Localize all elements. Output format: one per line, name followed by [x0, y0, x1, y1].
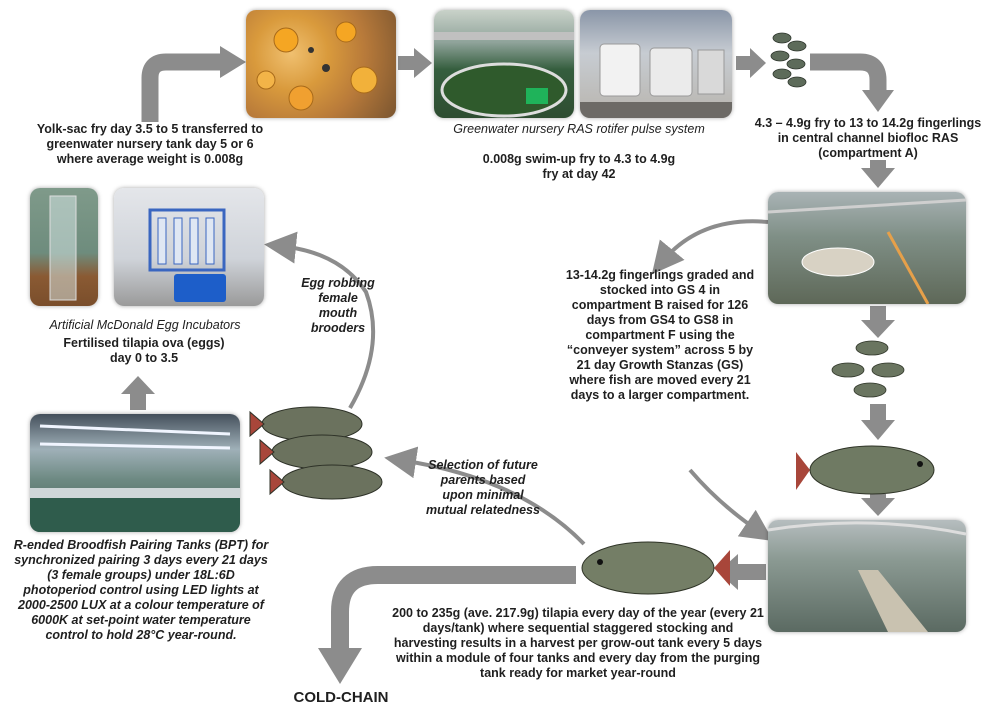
incubator-column-photo — [30, 188, 98, 306]
arrow-biofloc-to-grading — [651, 219, 769, 275]
arrow-broodfish-to-incubators — [264, 231, 376, 410]
arrow-tanks-to-incubators — [121, 376, 155, 410]
fingerlings-grading-label: 13-14.2g fingerlings graded and stocked … — [565, 268, 755, 402]
egg-yolk-sac-photo — [246, 10, 396, 118]
grow-out-tank-photo — [768, 520, 966, 632]
greenwater-nursery-title: Greenwater nursery RAS rotifer pulse sys… — [453, 122, 705, 136]
selection-label: Selection of future parents based upon m… — [426, 458, 540, 517]
arrow-text-to-biofloc — [861, 160, 895, 188]
arrow-biofloc-to-fishgroup — [861, 306, 895, 338]
greenwater-nursery-detail: 0.008g swim-up fry to 4.3 to 4.9g fry at… — [482, 152, 676, 181]
mcdonald-egg-incubators-photo — [114, 188, 264, 306]
arrow-to-cold-chain — [318, 566, 576, 684]
greenwater-nursery-tank-photo — [434, 10, 574, 118]
egg-incubators-title: Artificial McDonald Egg Incubators — [49, 318, 241, 332]
arrow-grading-to-growout — [688, 468, 774, 541]
egg-robbing-label: Egg robbing female mouth brooders — [301, 276, 375, 335]
rotifer-pulse-system-photo — [580, 10, 732, 118]
harvest-label: 200 to 235g (ave. 217.9g) tilapia every … — [392, 606, 764, 680]
arrow-fry-to-text — [810, 53, 894, 112]
arrow-yolk-to-eggs — [141, 46, 246, 122]
arrow-greenwater-to-fry — [736, 48, 766, 78]
cold-chain-label: COLD-CHAIN — [293, 689, 389, 706]
broodfish-pairing-tanks-photo — [30, 414, 240, 532]
arrow-harvest-to-broodfish — [384, 446, 586, 546]
biofloc-central-channel-photo — [768, 192, 966, 304]
yolk-sac-fry-label: Yolk-sac fry day 3.5 to 5 transferred to… — [36, 122, 264, 166]
arrow-fishgroup-to-bigfish — [861, 404, 895, 440]
arrow-bigfish-to-growout — [861, 494, 895, 516]
egg-incubators-detail: Fertilised tilapia ova (eggs) day 0 to 3… — [63, 336, 225, 365]
fry-to-fingerlings-label: 4.3 – 4.9g fry to 13 to 14.2g fingerling… — [754, 116, 982, 160]
arrow-growout-to-harvest — [718, 554, 766, 590]
arrow-eggs-to-greenwater — [398, 48, 432, 78]
broodfish-tanks-label: R-ended Broodfish Pairing Tanks (BPT) fo… — [13, 538, 269, 642]
